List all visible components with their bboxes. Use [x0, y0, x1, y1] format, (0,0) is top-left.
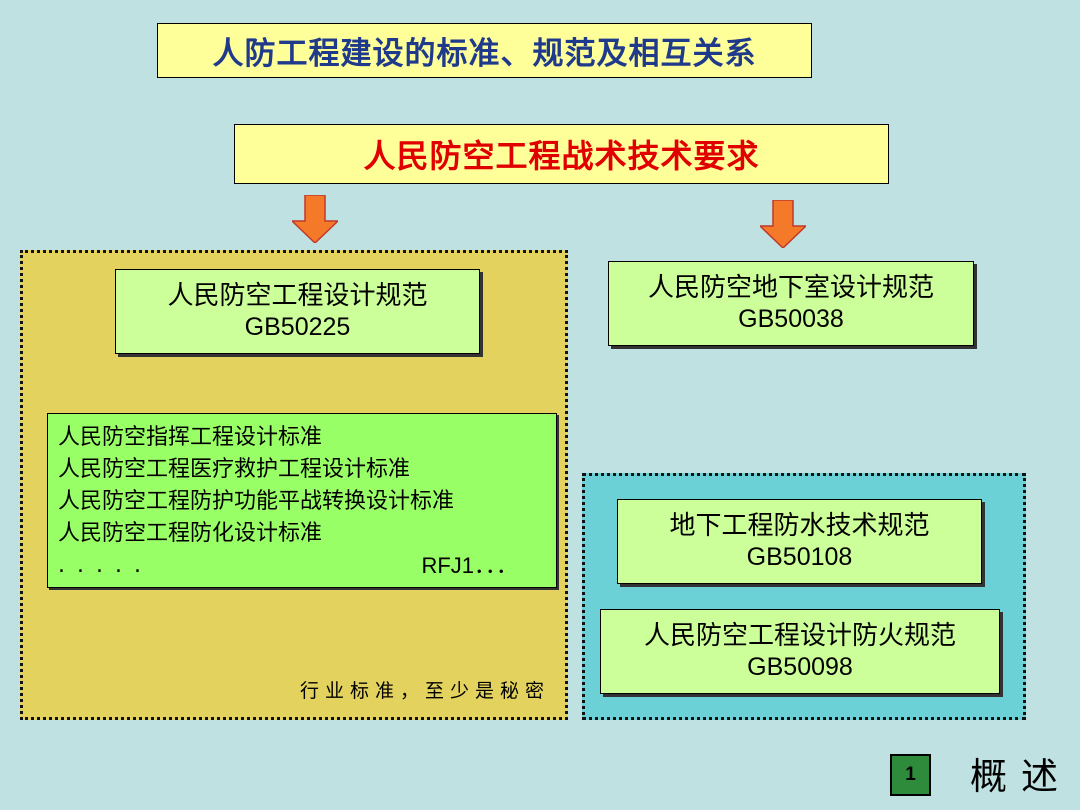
- section-label: 概述: [970, 755, 1072, 798]
- page-title: 人防工程建设的标准、规范及相互关系: [157, 23, 812, 78]
- classification-note: 行业标准，至少是秘密: [300, 680, 551, 702]
- down-arrow-icon: [292, 195, 338, 243]
- page-number-badge: 1: [890, 754, 931, 796]
- spec-code: GB50225: [244, 313, 351, 342]
- spec-name: 人民防空工程设计防火规范: [643, 620, 956, 651]
- spec-name: 地下工程防水技术规范: [669, 510, 930, 541]
- list-code: RFJ1．．．: [421, 553, 518, 578]
- list-item: 人民防空工程防化设计标准: [58, 521, 323, 546]
- list-ellipsis: .....: [58, 553, 153, 578]
- standards-list: 人民防空指挥工程设计标准 人民防空工程医疗救护工程设计标准 人民防空工程防护功能…: [47, 413, 557, 588]
- spec-name: 人民防空地下室设计规范: [647, 272, 934, 303]
- spec-code: GB50108: [746, 543, 853, 572]
- list-item: ..... RFJ1．．．: [58, 550, 546, 582]
- spec-code: GB50038: [738, 305, 844, 334]
- design-spec-box: 人民防空工程设计规范 GB50225: [115, 269, 480, 354]
- list-item: 人民防空工程防护功能平战转换设计标准: [58, 489, 455, 514]
- list-item: 人民防空指挥工程设计标准: [58, 425, 323, 450]
- fire-spec-box: 人民防空工程设计防火规范 GB50098: [600, 609, 1000, 694]
- requirement-box: 人民防空工程战术技术要求: [234, 124, 889, 184]
- down-arrow-icon: [760, 200, 806, 248]
- spec-name: 人民防空工程设计规范: [167, 280, 428, 311]
- waterproof-spec-box: 地下工程防水技术规范 GB50108: [617, 499, 982, 584]
- list-item: 人民防空工程医疗救护工程设计标准: [58, 457, 411, 482]
- basement-spec-box: 人民防空地下室设计规范 GB50038: [608, 261, 974, 346]
- spec-code: GB50098: [747, 653, 853, 682]
